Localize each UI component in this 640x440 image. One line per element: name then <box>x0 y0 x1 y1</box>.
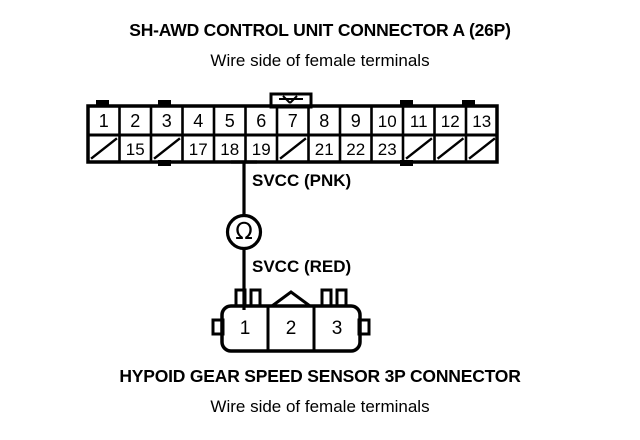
bottom-connector-body <box>211 288 371 353</box>
top-connector-pin-1[interactable]: 1 <box>98 111 109 131</box>
bottom-connector-subtitle: Wire side of female terminals <box>210 397 430 416</box>
top-connector-pin-7[interactable]: 7 <box>287 111 298 131</box>
wire-label-svcc-pnk: SVCC (PNK) <box>252 171 352 190</box>
top-connector-pin-10[interactable]: 10 <box>377 112 397 131</box>
top-connector-pin-15[interactable]: 15 <box>125 140 145 159</box>
top-connector-pin-13[interactable]: 13 <box>472 112 492 131</box>
wire-label-svcc-red: SVCC (RED) <box>252 257 352 276</box>
top-connector-pin-9[interactable]: 9 <box>350 111 361 131</box>
top-connector-lock-tabs <box>96 100 475 106</box>
top-connector-pin-2[interactable]: 2 <box>130 111 141 131</box>
top-connector-pin-23[interactable]: 23 <box>377 140 397 159</box>
ohmmeter-omega-icon: Ω <box>235 219 253 245</box>
wire-upper-svcc-pnk <box>231 160 257 216</box>
top-connector-pin-19[interactable]: 19 <box>251 140 271 159</box>
bottom-connector-terminal-1[interactable]: 1 <box>239 318 251 339</box>
top-connector-pin-12[interactable]: 12 <box>440 112 460 131</box>
top-connector-pin-11[interactable]: 11 <box>409 112 428 131</box>
top-connector-pin-4[interactable]: 4 <box>193 111 204 131</box>
top-connector-pin-3[interactable]: 3 <box>161 111 172 131</box>
top-connector-title: SH-AWD CONTROL UNIT CONNECTOR A (26P) <box>129 20 511 40</box>
top-connector-cavity-dividers <box>118 106 468 162</box>
top-connector-pin-17[interactable]: 17 <box>188 140 208 159</box>
top-connector-body <box>86 92 499 166</box>
top-connector-pin-5[interactable]: 5 <box>224 111 235 131</box>
top-connector-pin-8[interactable]: 8 <box>319 111 330 131</box>
top-connector-pin-6[interactable]: 6 <box>256 111 267 131</box>
bottom-connector-terminal-3[interactable]: 3 <box>331 318 343 339</box>
top-connector-pin-21[interactable]: 21 <box>314 140 334 159</box>
top-connector-empty-cavity-slashes <box>90 137 496 160</box>
bottom-connector-terminal-2[interactable]: 2 <box>285 318 297 339</box>
top-connector-subtitle: Wire side of female terminals <box>210 51 430 70</box>
top-connector-pin-18[interactable]: 18 <box>220 140 240 159</box>
top-connector-pin-22[interactable]: 22 <box>346 140 366 159</box>
bottom-connector-title: HYPOID GEAR SPEED SENSOR 3P CONNECTOR <box>119 366 521 386</box>
